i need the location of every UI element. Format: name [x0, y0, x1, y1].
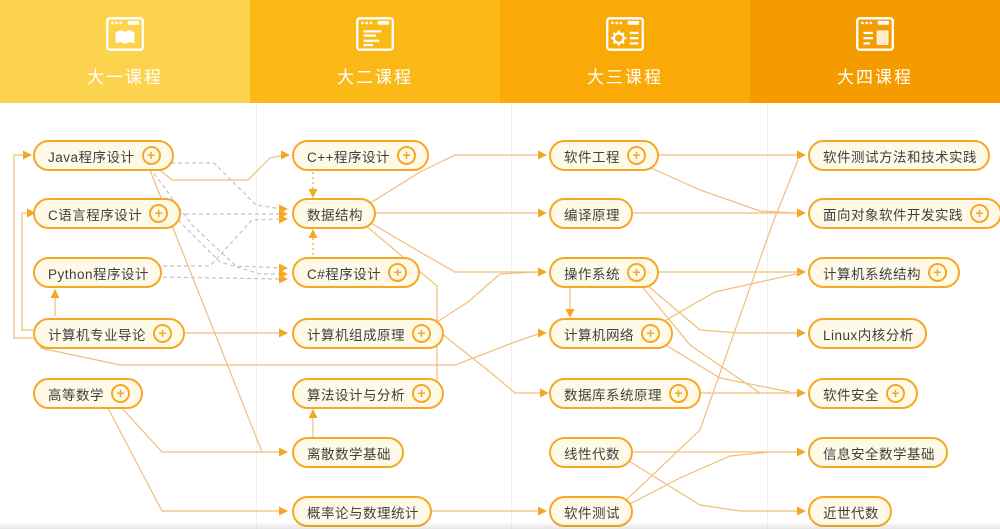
course-pill-probability-statistics[interactable]: 概率论与数理统计 [292, 496, 432, 527]
course-label: C++程序设计 [307, 149, 391, 165]
course-pill-computer-organization[interactable]: 计算机组成原理 [292, 318, 444, 349]
course-label: 编译原理 [564, 207, 620, 223]
year-column-header-2: 大二课程 [250, 0, 500, 103]
column-divider [511, 103, 512, 529]
course-pill-java[interactable]: Java程序设计 [33, 140, 174, 171]
course-label: C#程序设计 [307, 266, 382, 282]
plus-icon[interactable] [627, 263, 646, 282]
course-label: 软件工程 [564, 149, 620, 165]
plus-icon[interactable] [641, 324, 660, 343]
column-title-year1: 大一课程 [87, 68, 163, 87]
course-label: 算法设计与分析 [307, 387, 405, 403]
course-pill-oo-development-practice[interactable]: 面向对象软件开发实践 [808, 198, 1000, 229]
year-column-header-3: 大三课程 [500, 0, 750, 103]
course-label: 信息安全数学基础 [823, 446, 935, 462]
course-label: 数据结构 [307, 207, 363, 223]
plus-icon[interactable] [412, 384, 431, 403]
plus-icon[interactable] [149, 204, 169, 223]
year-column-header-1: 大一课程 [0, 0, 250, 103]
course-pill-data-structures[interactable]: 数据结构 [292, 198, 376, 229]
course-label: 高等数学 [48, 387, 104, 403]
course-pill-testing-practice[interactable]: 软件测试方法和技术实践 [808, 140, 990, 171]
column-title-year2: 大二课程 [337, 68, 413, 87]
course-pill-cs-intro[interactable]: 计算机专业导论 [33, 318, 185, 349]
course-pill-software-security[interactable]: 软件安全 [808, 378, 918, 409]
course-label: 操作系统 [564, 266, 620, 282]
course-pill-linux-kernel[interactable]: Linux内核分析 [808, 318, 927, 349]
course-pill-algorithm-design[interactable]: 算法设计与分析 [292, 378, 444, 409]
course-pill-advanced-math[interactable]: 高等数学 [33, 378, 143, 409]
course-label: 软件测试方法和技术实践 [823, 149, 977, 165]
layout-browser-icon [856, 17, 894, 51]
column-title-year3: 大三课程 [587, 68, 663, 87]
course-pill-computer-networks[interactable]: 计算机网络 [549, 318, 673, 349]
plus-icon[interactable] [153, 324, 172, 343]
course-label: 面向对象软件开发实践 [823, 207, 963, 223]
course-pill-operating-systems[interactable]: 操作系统 [549, 257, 659, 288]
plus-icon[interactable] [886, 384, 905, 403]
course-label: 计算机专业导论 [48, 327, 146, 343]
course-pill-modern-algebra[interactable]: 近世代数 [808, 496, 892, 527]
plus-icon[interactable] [397, 146, 417, 165]
course-pill-discrete-math[interactable]: 离散数学基础 [292, 437, 404, 468]
course-label: 离散数学基础 [307, 446, 391, 462]
plus-icon[interactable] [388, 263, 408, 282]
course-label: C语言程序设计 [48, 207, 143, 223]
plus-icon[interactable] [970, 204, 989, 223]
course-label: 概率论与数理统计 [307, 505, 419, 521]
column-divider [256, 103, 257, 529]
year-header-bar: 大一课程 大二课程 大三 [0, 0, 1000, 103]
column-title-year4: 大四课程 [837, 68, 913, 87]
plus-icon[interactable] [412, 324, 431, 343]
document-lines-browser-icon [356, 17, 394, 51]
course-pill-csharp[interactable]: C#程序设计 [292, 257, 421, 288]
course-label: 计算机系统结构 [823, 266, 921, 282]
course-label: 软件安全 [823, 387, 879, 403]
course-label: 近世代数 [823, 505, 879, 521]
course-label: 软件测试 [564, 505, 620, 521]
course-label: Python程序设计 [48, 266, 150, 282]
course-pill-python[interactable]: Python程序设计 [33, 257, 163, 288]
course-pill-database-systems[interactable]: 数据库系统原理 [549, 378, 701, 409]
course-pill-cpp[interactable]: C++程序设计 [292, 140, 430, 171]
course-label: Java程序设计 [48, 149, 135, 165]
course-pill-computer-architecture[interactable]: 计算机系统结构 [808, 257, 960, 288]
course-pill-linear-algebra[interactable]: 线性代数 [549, 437, 633, 468]
year-column-header-4: 大四课程 [750, 0, 1000, 103]
course-pill-software-testing[interactable]: 软件测试 [549, 496, 633, 527]
course-pill-compilers[interactable]: 编译原理 [549, 198, 633, 229]
plus-icon[interactable] [111, 384, 130, 403]
course-pill-software-engineering[interactable]: 软件工程 [549, 140, 659, 171]
course-label: 线性代数 [564, 446, 620, 462]
plus-icon[interactable] [669, 384, 688, 403]
book-browser-icon [106, 17, 144, 51]
plus-icon[interactable] [141, 146, 161, 165]
course-pill-c-language[interactable]: C语言程序设计 [33, 198, 182, 229]
bottom-fade [0, 522, 1000, 529]
course-label: 计算机组成原理 [307, 327, 405, 343]
course-label: 数据库系统原理 [564, 387, 662, 403]
column-divider [767, 103, 768, 529]
course-label: 计算机网络 [564, 327, 634, 343]
course-label: Linux内核分析 [823, 327, 914, 343]
course-pill-infosec-math[interactable]: 信息安全数学基础 [808, 437, 948, 468]
plus-icon[interactable] [928, 263, 947, 282]
plus-icon[interactable] [627, 146, 646, 165]
gear-browser-icon [606, 17, 644, 51]
